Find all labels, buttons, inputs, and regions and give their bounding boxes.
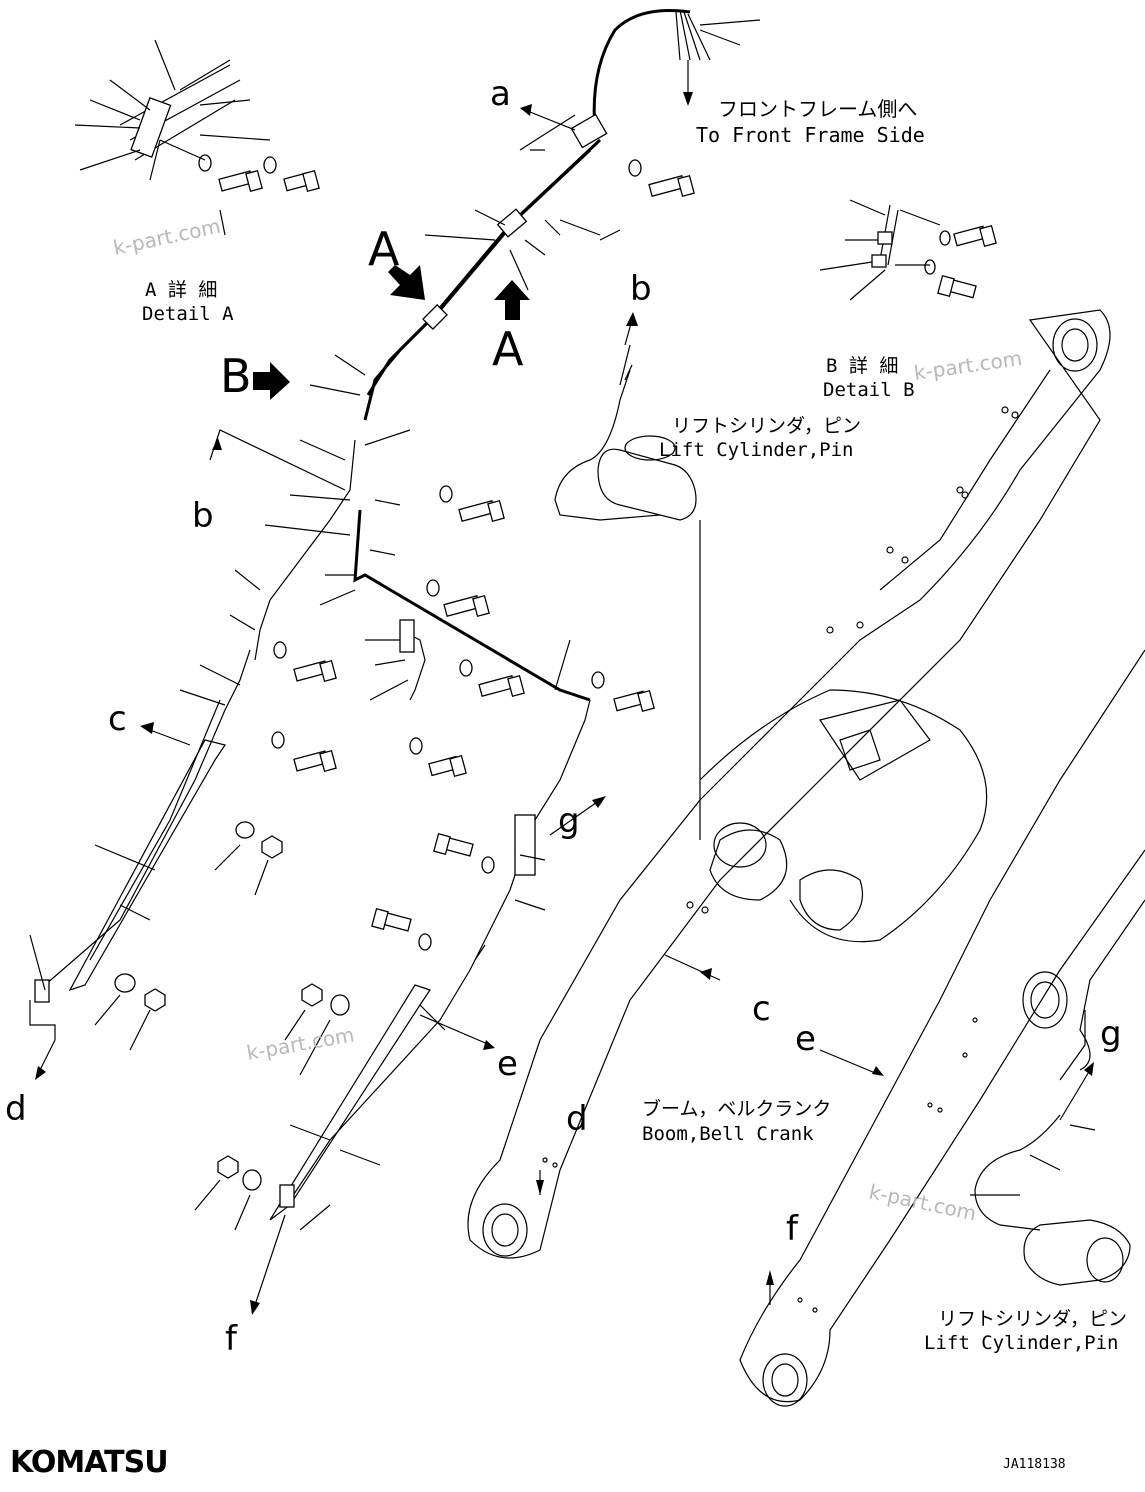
- bolt: [478, 674, 525, 698]
- nut: [301, 983, 323, 1007]
- washer: [418, 933, 432, 951]
- view-marker-a-bottom: A: [492, 322, 524, 376]
- lift-cylinder-label-2-en: Lift Cylinder,Pin: [924, 1332, 1118, 1354]
- watermark: k-part.com: [867, 1179, 979, 1225]
- washer: [426, 579, 440, 597]
- view-marker-a-top: A: [368, 222, 400, 276]
- nut: [144, 988, 166, 1012]
- boom-label-en: Boom,Bell Crank: [642, 1123, 814, 1145]
- bolt: [283, 169, 320, 193]
- callout-b-left: b: [192, 496, 214, 536]
- view-arrow-a-top: [388, 265, 425, 300]
- callout-a: a: [490, 74, 511, 114]
- detail-b-sketch: [819, 199, 941, 301]
- lift-cylinder-label-1-en: Lift Cylinder,Pin: [659, 439, 853, 461]
- view-marker-b: B: [220, 349, 252, 403]
- callout-g-right: g: [1100, 1014, 1122, 1054]
- detail-b-label-en: Detail B: [823, 379, 915, 401]
- main-harness: [363, 8, 711, 421]
- callout-e-right: e: [795, 1019, 816, 1059]
- callout-e-left: e: [497, 1044, 518, 1084]
- washer: [235, 821, 255, 839]
- watermark: k-part.com: [912, 346, 1023, 385]
- fasteners: [114, 154, 997, 1191]
- bolt: [428, 754, 467, 778]
- washer: [242, 1169, 262, 1191]
- callout-f-left: f: [225, 1319, 238, 1359]
- bolt: [371, 907, 412, 932]
- komatsu-logo: KOMATSU: [10, 1445, 168, 1480]
- view-arrow-a-bottom: [494, 280, 530, 320]
- lift-cylinder-pin-top: [554, 364, 697, 521]
- detail-a-sketch: [74, 39, 271, 181]
- bolt: [458, 499, 505, 523]
- callout-d-left: d: [5, 1089, 27, 1129]
- bolt: [953, 224, 997, 248]
- lift-cylinder-label-2-jp: リフトシリンダ，ピン: [938, 1308, 1127, 1330]
- bolt: [218, 169, 263, 193]
- washer: [330, 994, 350, 1016]
- leader-lines: [29, 19, 1096, 1231]
- view-arrow-b: [253, 362, 290, 400]
- callout-c-right: c: [752, 989, 771, 1029]
- detail-b-label-jp: B 詳 細: [826, 355, 898, 377]
- callout-d-mid: d: [566, 1099, 588, 1139]
- bolt: [443, 594, 490, 618]
- washer: [198, 154, 212, 172]
- washer: [924, 259, 936, 275]
- watermark: k-part.com: [111, 214, 223, 260]
- nut: [261, 835, 283, 859]
- bolt: [613, 689, 655, 713]
- boom-label-jp: ブーム，ベルクランク: [642, 1097, 831, 1120]
- washer: [263, 156, 277, 174]
- callout-arrows: [35, 104, 1094, 1315]
- lift-cylinder-pin-bottom: [974, 1114, 1131, 1286]
- bolt: [293, 749, 337, 773]
- callout-g-left: g: [558, 801, 580, 841]
- washer: [439, 485, 453, 503]
- washer: [939, 230, 951, 246]
- watermark: k-part.com: [245, 1022, 356, 1065]
- drawing-id: JA118138: [1003, 1457, 1066, 1472]
- washer: [628, 159, 642, 177]
- washer: [481, 856, 495, 874]
- nut: [217, 1155, 239, 1179]
- front-frame-label-jp: フロントフレーム側へ: [718, 97, 917, 121]
- callout-b-top: b: [630, 269, 652, 309]
- detail-a-label-en: Detail A: [142, 303, 234, 325]
- middle-harness: [34, 439, 591, 1221]
- callout-f-right: f: [786, 1209, 799, 1249]
- bolt: [293, 659, 337, 683]
- washer: [591, 671, 605, 689]
- boom-bell-crank: [467, 309, 1145, 1407]
- washer: [273, 641, 287, 659]
- washer: [271, 731, 285, 749]
- bolt: [937, 274, 977, 299]
- bolt: [648, 174, 695, 198]
- lift-cylinder-label-1-jp: リフトシリンダ，ピン: [672, 415, 861, 437]
- bolt: [433, 832, 474, 857]
- washer: [114, 973, 136, 993]
- detail-a-label-jp: A 詳 細: [145, 279, 217, 301]
- front-frame-label-en: To Front Frame Side: [696, 123, 925, 147]
- washer: [409, 737, 423, 755]
- callout-c-left: c: [108, 699, 127, 739]
- washer: [459, 659, 473, 677]
